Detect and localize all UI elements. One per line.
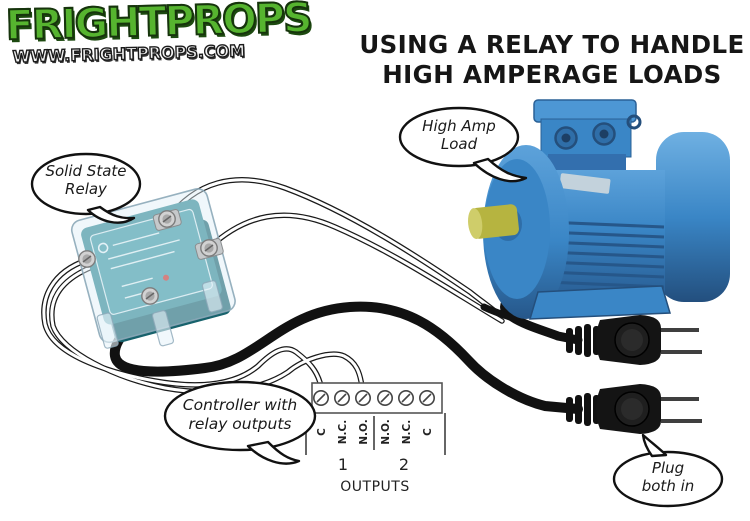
bubble-solid-state-relay-tail xyxy=(86,205,136,224)
label-solid-state-relay: Solid State Relay xyxy=(31,162,141,198)
bubble-plug-both-in-tail xyxy=(641,433,668,458)
plug-1 xyxy=(566,315,702,365)
label-controller: Controller with relay outputs xyxy=(166,396,314,434)
terminal-label-5: N.C. xyxy=(401,420,413,444)
relay-terminals xyxy=(78,209,224,305)
speech-bubbles xyxy=(30,106,724,508)
label-solid-state-relay-line2: Relay xyxy=(65,180,107,198)
bubble-controller xyxy=(163,380,317,452)
splice-stub xyxy=(480,303,520,323)
bubble-high-amp-load-tail xyxy=(472,157,528,183)
label-controller-line2: relay outputs xyxy=(188,415,292,433)
relay-load-wires xyxy=(164,177,505,324)
motor-rear-housing xyxy=(656,132,730,302)
bubble-solid-state-relay xyxy=(30,152,142,216)
solid-state-relay xyxy=(70,188,236,349)
motor-nameplate xyxy=(559,173,611,194)
lifting-eyebolt xyxy=(626,114,642,130)
label-plug-both-in-line1: Plug xyxy=(651,459,685,477)
label-high-amp-load: High Amp Load xyxy=(401,117,517,153)
terminal-label-4: N.O. xyxy=(380,419,392,444)
label-high-amp-load-line1: High Amp xyxy=(422,117,496,135)
terminal-label-6: C xyxy=(422,428,434,436)
title-line-1: USING A RELAY TO HANDLE xyxy=(359,30,745,59)
motor-junction-neck xyxy=(548,154,626,174)
title-line-2: HIGH AMPERAGE LOADS xyxy=(382,60,722,89)
terminal-label-2: N.C. xyxy=(337,420,349,444)
plug-2 xyxy=(566,384,702,434)
bubble-high-amp-load xyxy=(398,106,520,168)
relay-power-cable xyxy=(109,290,583,414)
output-group-1: 1 xyxy=(338,455,348,474)
relay-led xyxy=(162,274,169,281)
motor-junction-box xyxy=(540,118,632,158)
label-plug-both-in: Plug both in xyxy=(616,459,720,495)
motor xyxy=(468,99,730,320)
outputs-caption: OUTPUTS xyxy=(340,479,409,495)
output-group-2: 2 xyxy=(399,455,409,474)
label-solid-state-relay-line1: Solid State xyxy=(45,162,127,180)
motor-shaft xyxy=(468,204,519,240)
page-title: USING A RELAY TO HANDLE HIGH AMPERAGE LO… xyxy=(356,30,748,90)
label-controller-line1: Controller with xyxy=(182,396,298,414)
label-high-amp-load-line2: Load xyxy=(440,135,478,153)
relay-label-logo-dot xyxy=(97,242,109,254)
bubble-controller-tail xyxy=(246,440,301,465)
bubble-plug-both-in xyxy=(612,450,724,508)
motor-base xyxy=(528,285,671,320)
terminal-label-1: C xyxy=(316,428,328,436)
terminal-block: C N.C. N.O. N.O. N.C. C 1 2 OUTPUTS xyxy=(305,382,446,495)
label-plug-both-in-line2: both in xyxy=(641,477,695,495)
terminal-label-3: N.O. xyxy=(358,419,370,444)
